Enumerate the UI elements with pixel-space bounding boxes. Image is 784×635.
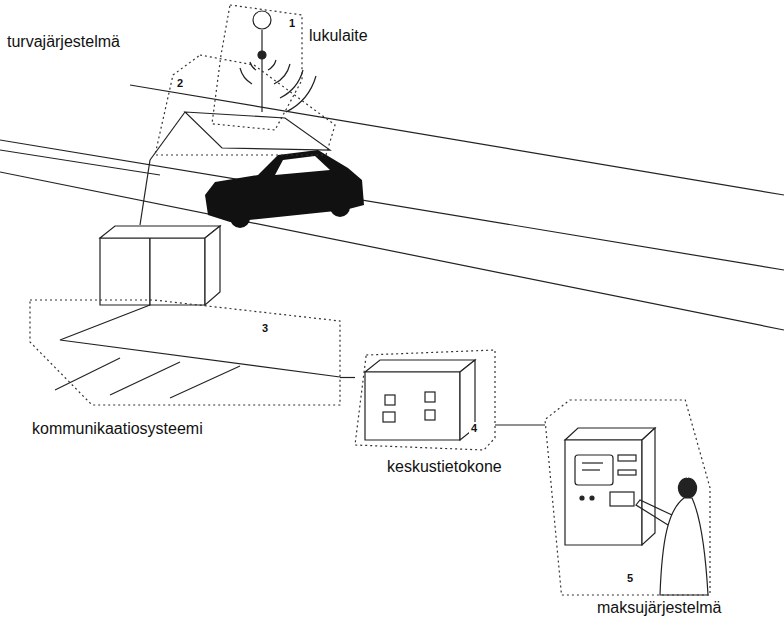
component-label: maksujärjestelmä: [595, 599, 723, 617]
callout-number: 5: [625, 572, 635, 585]
callout-number: 1: [287, 17, 297, 30]
cable-connector: [340, 377, 355, 378]
component-label: turvajärjestelmä: [5, 33, 122, 51]
dotted-region: kommunikaatiosysteemi3: [30, 300, 340, 405]
dotted-region: keskustietokone4: [355, 350, 495, 450]
cable-connector: [495, 425, 545, 426]
callout-number: 2: [175, 77, 185, 90]
dotted-region: maksujärjestelmä5: [545, 400, 710, 595]
dotted-region: turvajärjestelmä2: [155, 55, 335, 155]
component-label: lukulaite: [307, 27, 370, 45]
region-outline: [355, 350, 495, 450]
callout-number: 3: [260, 322, 270, 335]
component-label: keskustietokone: [385, 458, 504, 476]
component-label: kommunikaatiosysteemi: [30, 420, 205, 438]
callout-number: 4: [469, 422, 479, 435]
region-outline: [30, 300, 340, 405]
region-outline: [545, 400, 710, 595]
dotted-region: lukulaite1: [212, 5, 302, 130]
region-outline: [155, 55, 335, 155]
